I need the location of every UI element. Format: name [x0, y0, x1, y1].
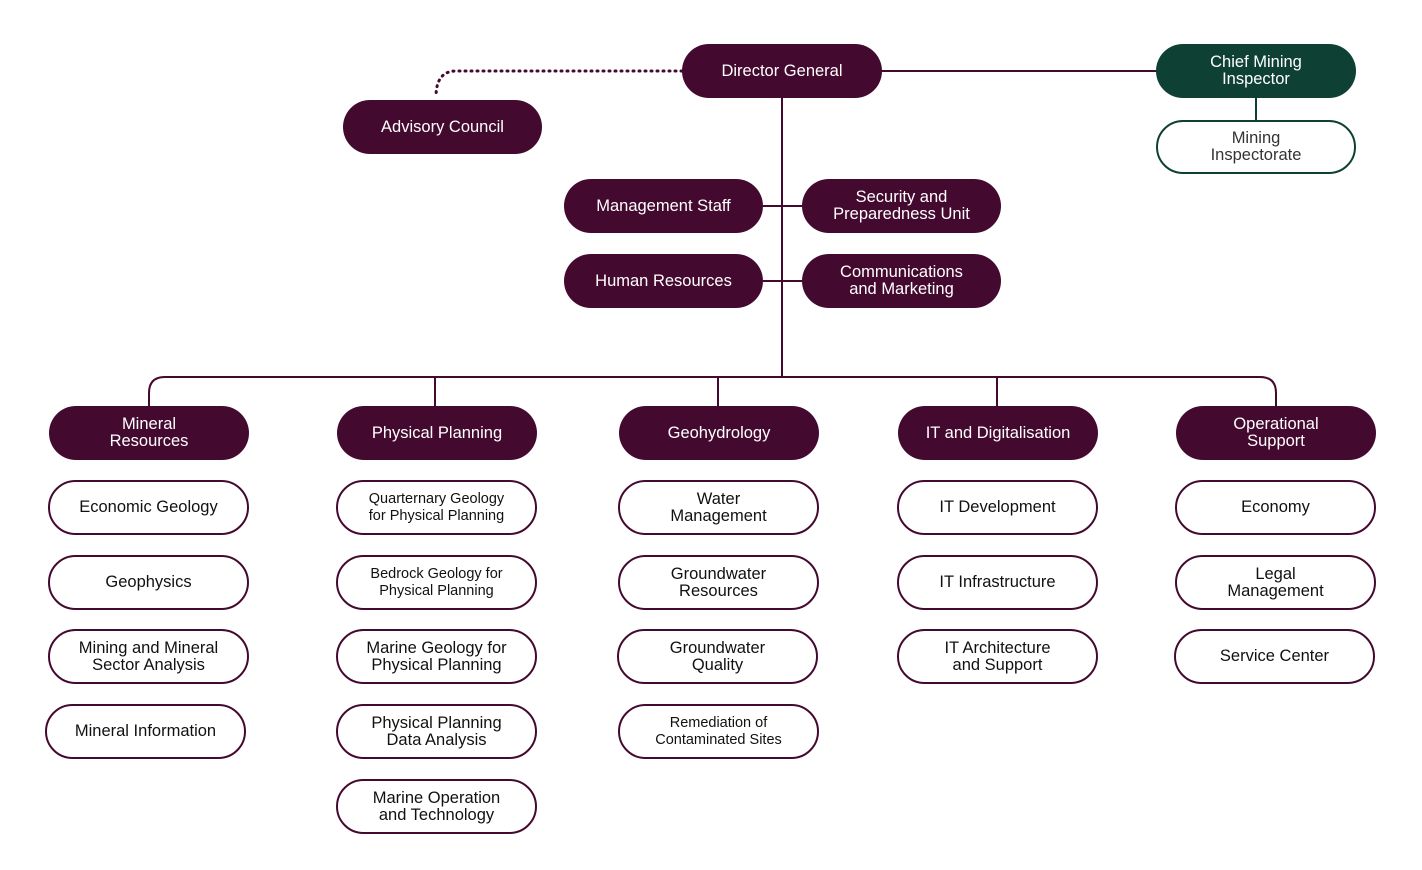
unit-physical-planning-data-analysis: Physical Planning Data Analysis — [336, 704, 537, 759]
unit-label: Mining and Mineral Sector Analysis — [78, 638, 219, 674]
unit-marine-operation-technology: Marine Operation and Technology — [336, 779, 537, 834]
unit-mineral-information: Mineral Information — [45, 704, 246, 759]
department-operational-support: Operational Support — [1176, 406, 1376, 460]
unit-label: Marine Geology for Physical Planning — [366, 638, 507, 674]
unit-label: IT Architecture and Support — [944, 638, 1051, 674]
security-preparedness-node: Security and Preparedness Unit — [802, 179, 1001, 233]
unit-label: Marine Operation and Technology — [372, 788, 501, 824]
department-geohydrology: Geohydrology — [619, 406, 819, 460]
unit-label: Service Center — [1219, 647, 1330, 665]
unit-label: Economy — [1241, 498, 1310, 516]
department-mineral-resources: Mineral Resources — [49, 406, 249, 460]
unit-label: Economic Geology — [79, 498, 218, 516]
unit-label: Legal Management — [1227, 564, 1324, 600]
department-it-digitalisation: IT and Digitalisation — [898, 406, 1098, 460]
unit-mining-mineral-sector-analysis: Mining and Mineral Sector Analysis — [48, 629, 249, 684]
unit-water-management: Water Management — [618, 480, 819, 535]
communications-marketing-node: Communications and Marketing — [802, 254, 1001, 308]
unit-it-architecture-support: IT Architecture and Support — [897, 629, 1098, 684]
unit-label: Groundwater Quality — [669, 638, 766, 674]
unit-marine-geology: Marine Geology for Physical Planning — [336, 629, 537, 684]
unit-label: Geophysics — [105, 573, 192, 591]
unit-label: Bedrock Geology for Physical Planning — [370, 565, 503, 599]
unit-legal-management: Legal Management — [1175, 555, 1376, 610]
unit-label: Remediation of Contaminated Sites — [655, 714, 782, 748]
unit-remediation-contaminated-sites: Remediation of Contaminated Sites — [618, 704, 819, 759]
unit-label: Physical Planning Data Analysis — [371, 713, 502, 749]
connector-departments-bus — [148, 376, 1277, 406]
unit-economy: Economy — [1175, 480, 1376, 535]
unit-bedrock-geology: Bedrock Geology for Physical Planning — [336, 555, 537, 610]
unit-it-infrastructure: IT Infrastructure — [897, 555, 1098, 610]
management-staff-label: Management Staff — [596, 196, 731, 215]
chief-mining-inspector-node: Chief Mining Inspector — [1156, 44, 1356, 98]
director-general-node: Director General — [682, 44, 882, 98]
mining-inspectorate-label: Mining Inspectorate — [1210, 129, 1302, 164]
department-label: IT and Digitalisation — [925, 423, 1071, 442]
human-resources-node: Human Resources — [564, 254, 763, 308]
unit-label: IT Development — [939, 498, 1056, 516]
department-label: Physical Planning — [371, 423, 503, 442]
unit-geophysics: Geophysics — [48, 555, 249, 610]
unit-it-development: IT Development — [897, 480, 1098, 535]
chief-mining-inspector-label: Chief Mining Inspector — [1210, 53, 1302, 88]
unit-groundwater-quality: Groundwater Quality — [617, 629, 818, 684]
department-label: Operational Support — [1233, 415, 1319, 450]
unit-quarternary-geology: Quarternary Geology for Physical Plannin… — [336, 480, 537, 535]
unit-label: IT Infrastructure — [939, 573, 1056, 591]
unit-label: Water Management — [670, 489, 767, 525]
advisory-council-label: Advisory Council — [381, 117, 504, 136]
unit-label: Groundwater Resources — [670, 564, 767, 600]
unit-label: Quarternary Geology for Physical Plannin… — [368, 490, 505, 524]
human-resources-label: Human Resources — [595, 271, 732, 290]
unit-groundwater-resources: Groundwater Resources — [618, 555, 819, 610]
unit-service-center: Service Center — [1174, 629, 1375, 684]
department-label: Geohydrology — [667, 423, 771, 442]
unit-economic-geology: Economic Geology — [48, 480, 249, 535]
communications-marketing-label: Communications and Marketing — [840, 263, 963, 298]
director-general-label: Director General — [721, 61, 843, 80]
mining-inspectorate-node: Mining Inspectorate — [1156, 120, 1356, 174]
advisory-council-node: Advisory Council — [343, 100, 542, 154]
department-physical-planning: Physical Planning — [337, 406, 537, 460]
department-label: Mineral Resources — [109, 415, 189, 450]
management-staff-node: Management Staff — [564, 179, 763, 233]
security-preparedness-label: Security and Preparedness Unit — [833, 188, 970, 223]
connector-advisory-dotted — [434, 69, 684, 99]
unit-label: Mineral Information — [74, 722, 217, 740]
